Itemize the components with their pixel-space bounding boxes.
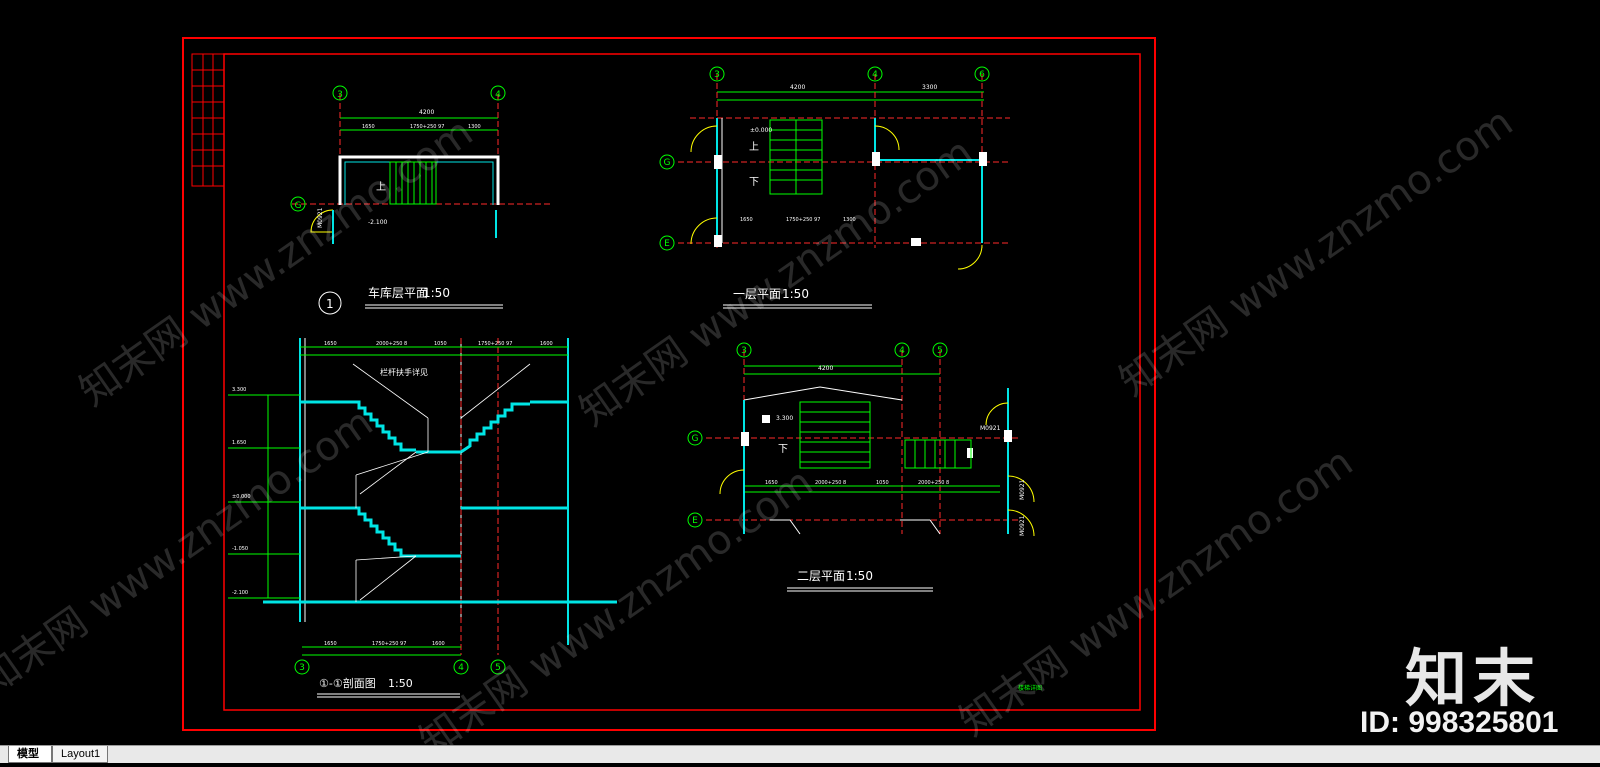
plan3-axis-e: E: [692, 516, 698, 526]
plan1-elev: -2.100: [368, 219, 388, 226]
plan3-elev: 3.300: [776, 415, 793, 422]
outer-frame: [182, 37, 1156, 731]
plan3-door-3: M0921: [1019, 515, 1026, 536]
plan3-axis-3: 3: [741, 346, 747, 356]
title-block: [191, 53, 225, 187]
asset-id: ID: 998325801: [1360, 706, 1559, 739]
plan3-dim-2: 2000+250 8: [815, 480, 846, 486]
plan3-dim-3: 1050: [876, 480, 889, 486]
plan1-axis-4: 4: [495, 90, 501, 100]
plan3-axis-5: 5: [937, 346, 943, 356]
plan3-scale: 1:50: [846, 569, 873, 583]
section-dim-top-1: 1650: [324, 341, 337, 347]
section-dim-top-4: 1750+250 97: [478, 341, 512, 347]
plan2-dim-1: 1650: [740, 217, 753, 223]
plan1-title: 车库层平面: [368, 285, 428, 300]
plan1-label-up: 上: [376, 181, 386, 193]
tab-layout1[interactable]: Layout1: [52, 746, 108, 763]
layout-tab-bar: 模型 Layout1: [0, 745, 1600, 763]
plan2-axis-4: 4: [872, 70, 878, 80]
section-dim-top-3: 1050: [434, 341, 447, 347]
section-level-2: 1.650: [232, 440, 246, 446]
plan1-door: M0921: [317, 207, 324, 228]
section-axis-5: 5: [495, 663, 501, 673]
section-dim-top-2: 2000+250 8: [376, 341, 407, 347]
section-railing-note: 栏杆扶手详见: [380, 367, 428, 377]
plan1-axis-3: 3: [337, 90, 343, 100]
plan2-label-up: 上: [749, 141, 759, 153]
inner-frame: [223, 53, 1141, 711]
section-title: ①-①剖面图: [319, 676, 376, 690]
plan1-dim-3: 1300: [468, 124, 481, 130]
plan3-dim-4: 2000+250 8: [918, 480, 949, 486]
plan3-axis-4: 4: [899, 346, 905, 356]
section-axis-4: 4: [458, 663, 464, 673]
section-scale: 1:50: [388, 677, 413, 690]
section-level-3: ±0.000: [232, 494, 251, 500]
plan2-dim-total-b: 3300: [922, 84, 937, 91]
section-axis-3: 3: [299, 663, 305, 673]
plan1-scale: 1:50: [423, 286, 450, 300]
section-view: [228, 338, 617, 698]
plan3-door-1: M0921: [980, 425, 1001, 432]
plan2-dim-3: 1300: [843, 217, 856, 223]
plan2-label-down: 下: [749, 177, 759, 188]
plan1-number: 1: [326, 297, 334, 311]
section-level-5: -2.100: [232, 590, 248, 596]
section-dim-bottom-2: 1750+250 97: [372, 641, 406, 647]
section-dim-bottom-3: 1600: [432, 641, 445, 647]
plan2-axis-3: 3: [714, 70, 720, 80]
plan3-door-2: M0921: [1019, 479, 1026, 500]
plan1-dim-total: 4200: [419, 109, 434, 116]
section-level-4: -1.050: [232, 546, 248, 552]
plan2-elev: ±0.000: [750, 127, 772, 134]
plan3-dim-total: 4200: [818, 365, 833, 372]
plan2-title: 一层平面: [733, 287, 781, 301]
plan2-axis-g: G: [664, 158, 671, 168]
cad-drawing-canvas[interactable]: 3 4 G 4200 1650 1750+250 97 1300 上 M0921…: [0, 0, 1600, 745]
plan3-dim-1: 1650: [765, 480, 778, 486]
plan-basement: [290, 85, 550, 315]
plan-second-floor: [687, 342, 1035, 592]
brand-logo: 知末: [1405, 642, 1542, 715]
plan-ground-floor: [659, 66, 1010, 309]
plan2-dim-2: 1750+250 97: [786, 217, 820, 223]
plan1-axis-g: G: [295, 201, 302, 211]
plan3-title: 二层平面: [797, 569, 845, 583]
plan2-axis-e: E: [664, 239, 670, 249]
plan3-label-down: 下: [778, 444, 788, 455]
plan1-dim-2: 1750+250 97: [410, 124, 444, 130]
section-dim-bottom-1: 1650: [324, 641, 337, 647]
section-level-1: 3.300: [232, 387, 246, 393]
plan2-dim-total-a: 4200: [790, 84, 805, 91]
sheet-label: 楼梯详图: [1018, 684, 1042, 692]
plan2-scale: 1:50: [782, 287, 809, 301]
plan1-dim-1: 1650: [362, 124, 375, 130]
plan2-axis-6: 6: [979, 70, 985, 80]
plan3-axis-g: G: [692, 434, 699, 444]
section-dim-top-5: 1600: [540, 341, 553, 347]
tab-model[interactable]: 模型: [8, 746, 52, 763]
